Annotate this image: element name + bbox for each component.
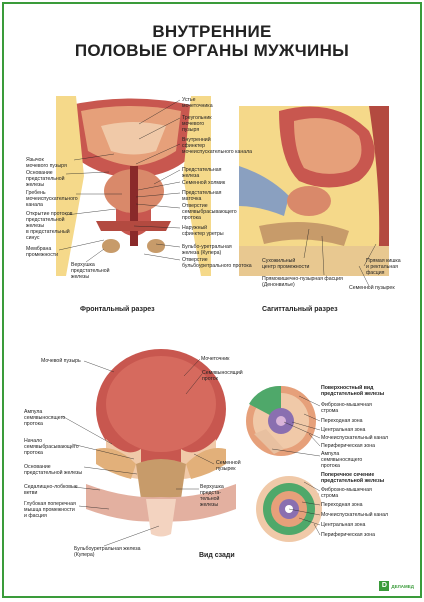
logo-mark: D	[379, 581, 390, 591]
posterior-view-illustration	[86, 349, 236, 537]
frontal-section-illustration	[56, 96, 211, 276]
label-surface-urethra: Мочеиспускательный канал	[321, 435, 389, 441]
label-denonvilliers-fascia: Прямокишечно-пузырная фасция (Денонвилье…	[262, 276, 343, 288]
label-bulbourethral-duct-opening: Отверстие бульбоуретрального протока	[182, 257, 252, 269]
posterior-caption: Вид сзади	[199, 552, 235, 559]
label-ureteral-orifice: Устье мочеточника	[182, 97, 213, 109]
label-bulbourethral-posterior: Бульбоуретральная железа (Купера)	[74, 546, 141, 558]
label-ejaculatory-duct-opening: Отверстие семявыбрасывающего протока	[182, 203, 237, 221]
label-vas-deferens: Семявыносящий проток	[202, 370, 243, 382]
prostate-leader-lines	[271, 395, 321, 536]
label-prostate-base-posterior: Основание предстательной железы	[24, 464, 83, 476]
label-cross-fibromuscular: Фиброзно-мышечная строма	[321, 487, 372, 499]
label-internal-sphincter: Внутренний сфинктер мочеиспускательного …	[182, 137, 253, 155]
label-cross-urethra: Мочеиспускательный канал	[321, 512, 389, 518]
prostate-surface-heading: Поверхностный вид предстательной железы	[321, 385, 385, 397]
label-urinary-bladder: Мочевой пузырь	[41, 358, 81, 364]
frontal-leader-lines	[58, 99, 377, 287]
label-perineal-body: Сухожильный центр промежности	[262, 258, 310, 270]
label-cross-transition: Переходная зона	[321, 502, 363, 508]
poster-title: ВНУТРЕННИЕ ПОЛОВЫЕ ОРГАНЫ МУЖЧИНЫ	[4, 22, 420, 60]
label-deep-transverse-muscle: Глубокая поперечная мышца промежности и …	[24, 501, 76, 519]
frontal-caption: Фронтальный разрез	[80, 306, 155, 313]
label-rectum-fascia: Прямая кишка и ректальная фасция	[366, 258, 401, 276]
label-prostate-base: Основание предстательной железы	[26, 170, 65, 188]
label-bladder-trigone: Треугольник мочевого пузыря	[182, 115, 212, 133]
label-prostatic-duct-openings: Открытие протоков предстательной железы …	[26, 211, 73, 241]
label-bulbourethral-gland: Бульбо-уретральная железа (Купера)	[182, 244, 232, 256]
label-prostate-apex-posterior: Верхушка предста- тельной железы	[200, 484, 224, 508]
logo-text: ДЕЛАМЕД	[391, 583, 414, 589]
prostate-cross-heading: Поперечное сечение предстательной железы	[321, 472, 385, 484]
title-line-1: ВНУТРЕННИЕ	[152, 22, 272, 41]
prostate-surface-illustration	[246, 385, 316, 456]
label-surface-fibromuscular: Фиброзно-мышечная строма	[321, 402, 372, 414]
title-line-2: ПОЛОВЫЕ ОРГАНЫ МУЖЧИНЫ	[74, 41, 350, 60]
label-surface-peripheral: Периферическая зона	[321, 443, 375, 449]
label-prostate-gland: Предстательная железа	[182, 167, 222, 179]
label-seminal-vesicle-posterior: Семенной пузырек	[216, 460, 241, 472]
posterior-leader-lines	[61, 358, 319, 547]
label-ejaculatory-duct-start: Начало семявыбрасывающего протока	[24, 438, 79, 456]
label-seminal-colliculus: Семенной холмик	[182, 180, 226, 186]
label-cross-central: Центральная зона	[321, 522, 366, 528]
label-ischiopubic-rami: Седалищно-лобковые ветви	[24, 484, 78, 496]
label-surface-ampulla: Ампула семявыносящего протока	[321, 451, 363, 469]
label-ductus-ampulla: Ампула семявыносящего протока	[24, 409, 66, 427]
label-surface-transition: Переходная зона	[321, 418, 363, 424]
label-external-sphincter: Наружный сфинктер уретры	[182, 225, 224, 237]
label-perineal-membrane: Мембрана промежности	[26, 246, 59, 258]
label-seminal-vesicle-sagittal: Семенной пузырек	[349, 285, 395, 291]
label-urethral-crest: Гребень мочеиспускательного канала	[26, 190, 78, 208]
label-bladder-uvula: Язычок мочевого пузыря	[26, 157, 67, 169]
sagittal-section-illustration	[239, 106, 389, 276]
label-prostatic-utricle: Предстательная маточка	[182, 190, 222, 202]
publisher-logo: D ДЕЛАМЕД	[379, 581, 414, 591]
label-surface-central: Центральная зона	[321, 427, 366, 433]
label-cross-peripheral: Периферическая зона	[321, 532, 375, 538]
label-prostate-apex: Верхушка предстательной железы	[71, 262, 110, 280]
sagittal-caption: Сагиттальный разрез	[262, 306, 338, 313]
label-ureter: Мочеточник	[201, 356, 230, 362]
